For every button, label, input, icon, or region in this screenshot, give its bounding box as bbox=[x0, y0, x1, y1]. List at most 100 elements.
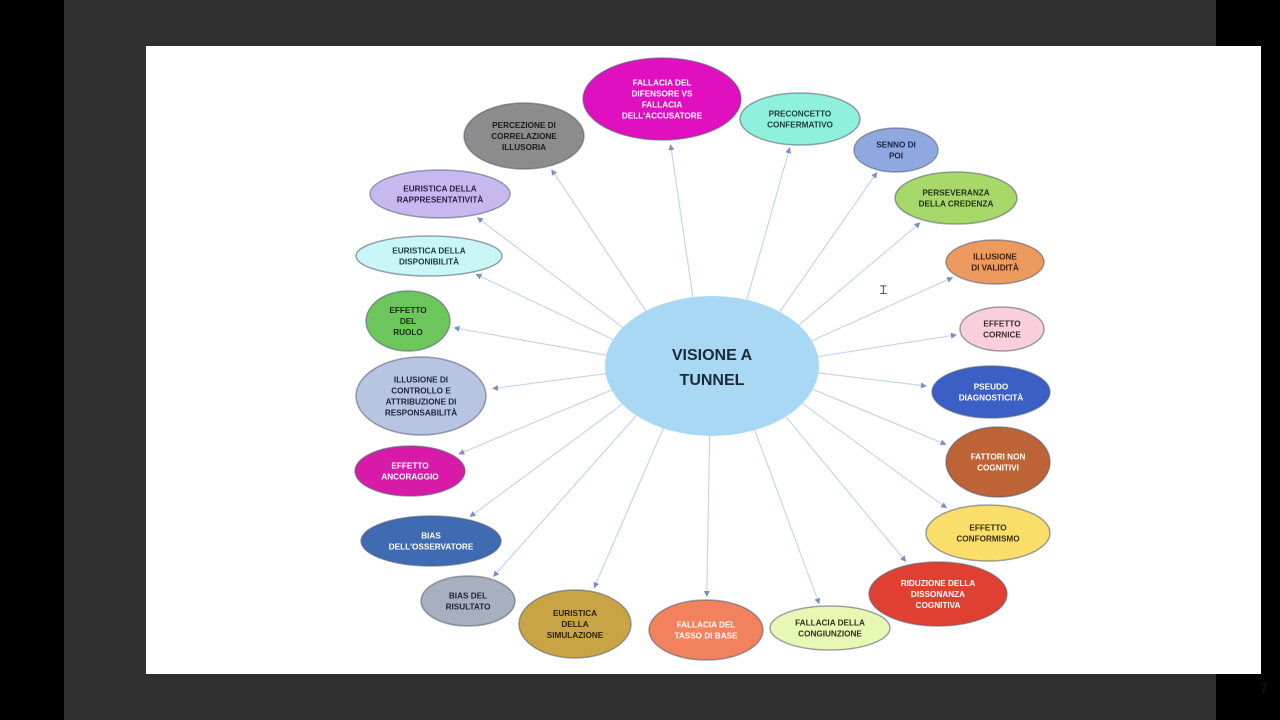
node-label-illusione-controllo-line-3: ATTRIBUZIONE DI bbox=[386, 398, 457, 407]
connector-arrow-euristica-simulazione bbox=[593, 423, 666, 589]
node-label-euristica-rappresentativita-line-2: RAPPRESENTATIVITÀ bbox=[397, 195, 484, 205]
node-label-effetto-ruolo-line-1: EFFETTO bbox=[389, 306, 427, 315]
connector-arrow-bias-risultato bbox=[492, 410, 641, 577]
node-label-preconcetto-confermativo-line-1: PRECONCETTO bbox=[769, 110, 832, 119]
node-label-riduzione-dissonanza-line-3: COGNITIVA bbox=[916, 601, 961, 610]
node-label-riduzione-dissonanza-line-2: DISSONANZA bbox=[911, 590, 965, 599]
node-label-effetto-ruolo-line-2: DEL bbox=[400, 317, 416, 326]
node-label-effetto-cornice-line-1: EFFETTO bbox=[983, 320, 1021, 329]
connector-arrow-euristica-rappresentativita bbox=[476, 217, 628, 332]
node-shape-effetto-ancoraggio bbox=[354, 445, 466, 497]
connector-arrow-percezione-correlazione bbox=[551, 169, 650, 316]
connector-arrow-fallacia-tasso-base bbox=[703, 431, 711, 597]
node-label-bias-risultato-line-1: BIAS DEL bbox=[449, 592, 487, 601]
center-label-line-1: VISIONE A bbox=[672, 347, 753, 364]
node-label-bias-risultato-line-2: RISULTATO bbox=[446, 603, 492, 612]
node-fattori-non-cognitivi: FATTORI NON COGNITIVI bbox=[945, 426, 1051, 498]
node-label-euristica-simulazione-line-2: DELLA bbox=[561, 620, 588, 629]
node-label-effetto-ancoraggio-line-1: EFFETTO bbox=[391, 462, 429, 471]
node-label-euristica-rappresentativita-line-1: EURISTICA DELLA bbox=[403, 185, 476, 194]
connector-arrow-effetto-cornice bbox=[810, 332, 957, 359]
connector-arrow-fattori-non-cognitivi bbox=[806, 386, 947, 446]
connector-arrow-illusione-controllo bbox=[492, 372, 613, 391]
node-shape-effetto-conformismo bbox=[925, 504, 1051, 562]
node-label-illusione-validita-line-1: ILLUSIONE bbox=[973, 253, 1017, 262]
node-label-pseudo-diagnosticita-line-2: DIAGNOSTICITÀ bbox=[959, 393, 1024, 403]
node-percezione-correlazione: PERCEZIONE DI CORRELAZIONE ILLUSORIA bbox=[463, 102, 585, 170]
node-shape-effetto-ruolo bbox=[365, 290, 451, 352]
connector-arrow-euristica-disponibilita bbox=[475, 273, 620, 343]
node-label-bias-osservatore-line-2: DELL'OSSERVATORE bbox=[389, 543, 474, 552]
node-shape-riduzione-dissonanza bbox=[868, 561, 1008, 627]
node-shape-euristica-disponibilita bbox=[355, 235, 503, 277]
node-label-fallacia-tasso-base-line-1: FALLACIA DEL bbox=[677, 621, 736, 630]
node-label-fallacia-congiunzione-line-1: FALLACIA DELLA bbox=[795, 619, 865, 628]
node-label-effetto-conformismo-line-2: CONFORMISMO bbox=[956, 535, 1020, 544]
node-label-illusione-controllo-line-4: RESPONSABILITÀ bbox=[385, 408, 457, 418]
node-label-fallacia-difensore-line-1: FALLACIA DEL bbox=[633, 79, 692, 88]
node-label-euristica-simulazione-line-1: EURISTICA bbox=[553, 609, 597, 618]
node-riduzione-dissonanza: RIDUZIONE DELLA DISSONANZA COGNITIVA bbox=[868, 561, 1008, 627]
connector-arrow-effetto-ancoraggio bbox=[458, 386, 618, 455]
node-label-bias-osservatore-line-1: BIAS bbox=[421, 532, 441, 541]
node-effetto-conformismo: EFFETTO CONFORMISMO bbox=[925, 504, 1051, 562]
connector-arrow-pseudo-diagnosticita bbox=[811, 371, 927, 389]
node-effetto-cornice: EFFETTO CORNICE bbox=[959, 306, 1045, 352]
connector-arrow-perseveranza-credenza bbox=[793, 222, 921, 330]
connector-arrow-fallacia-congiunzione bbox=[752, 425, 821, 605]
node-shape-bias-risultato bbox=[420, 575, 516, 627]
connector-arrow-senno-di-poi bbox=[776, 172, 878, 317]
node-label-preconcetto-confermativo-line-2: CONFERMATIVO bbox=[767, 121, 833, 130]
node-label-fattori-non-cognitivi-line-2: COGNITIVI bbox=[977, 464, 1019, 473]
node-label-percezione-correlazione-line-2: CORRELAZIONE bbox=[491, 132, 557, 141]
center-node: VISIONE A TUNNEL bbox=[605, 296, 819, 436]
node-label-riduzione-dissonanza-line-1: RIDUZIONE DELLA bbox=[901, 579, 976, 588]
node-shape-euristica-simulazione bbox=[518, 589, 632, 659]
node-preconcetto-confermativo: PRECONCETTO CONFERMATIVO bbox=[739, 92, 861, 146]
connector-arrow-effetto-conformismo bbox=[797, 399, 947, 509]
node-label-euristica-disponibilita-line-2: DISPONIBILITÀ bbox=[399, 257, 459, 267]
connector-arrow-riduzione-dissonanza bbox=[781, 412, 907, 562]
node-shape-bias-osservatore bbox=[360, 515, 502, 567]
node-label-effetto-conformismo-line-1: EFFETTO bbox=[969, 524, 1007, 533]
node-label-percezione-correlazione-line-1: PERCEZIONE DI bbox=[492, 121, 556, 130]
node-label-fallacia-tasso-base-line-2: TASSO DI BASE bbox=[674, 632, 738, 641]
node-label-illusione-validita-line-2: DI VALIDITÀ bbox=[971, 263, 1019, 273]
node-label-fallacia-difensore-line-3: FALLACIA bbox=[642, 101, 683, 110]
node-shape-senno-di-poi bbox=[853, 127, 939, 173]
node-label-fattori-non-cognitivi-line-1: FATTORI NON bbox=[971, 453, 1026, 462]
connector-group bbox=[453, 144, 957, 605]
node-label-pseudo-diagnosticita-line-1: PSEUDO bbox=[974, 383, 1009, 392]
node-shape-fattori-non-cognitivi bbox=[945, 426, 1051, 498]
text-cursor-icon: Ɪ bbox=[880, 283, 887, 297]
connector-arrow-fallacia-difensore bbox=[668, 144, 695, 302]
node-label-senno-di-poi-line-2: POI bbox=[889, 152, 903, 161]
node-shape-fallacia-congiunzione bbox=[769, 605, 891, 651]
node-shape-illusione-controllo bbox=[355, 356, 487, 436]
node-label-perseveranza-credenza-line-1: PERSEVERANZA bbox=[922, 189, 989, 198]
node-label-illusione-controllo-line-2: CONTROLLO E bbox=[391, 387, 451, 396]
node-shape-fallacia-difensore bbox=[582, 57, 742, 141]
node-effetto-ancoraggio: EFFETTO ANCORAGGIO bbox=[354, 445, 466, 497]
connector-arrow-effetto-ruolo bbox=[453, 325, 614, 357]
node-label-percezione-correlazione-line-3: ILLUSORIA bbox=[502, 143, 546, 152]
node-label-effetto-cornice-line-2: CORNICE bbox=[983, 331, 1021, 340]
center-label-line-2: TUNNEL bbox=[680, 372, 745, 389]
connector-arrow-illusione-validita bbox=[805, 277, 954, 345]
node-label-effetto-ancoraggio-line-2: ANCORAGGIO bbox=[381, 473, 439, 482]
node-label-fallacia-difensore-line-4: DELL'ACCUSATORE bbox=[622, 112, 703, 121]
